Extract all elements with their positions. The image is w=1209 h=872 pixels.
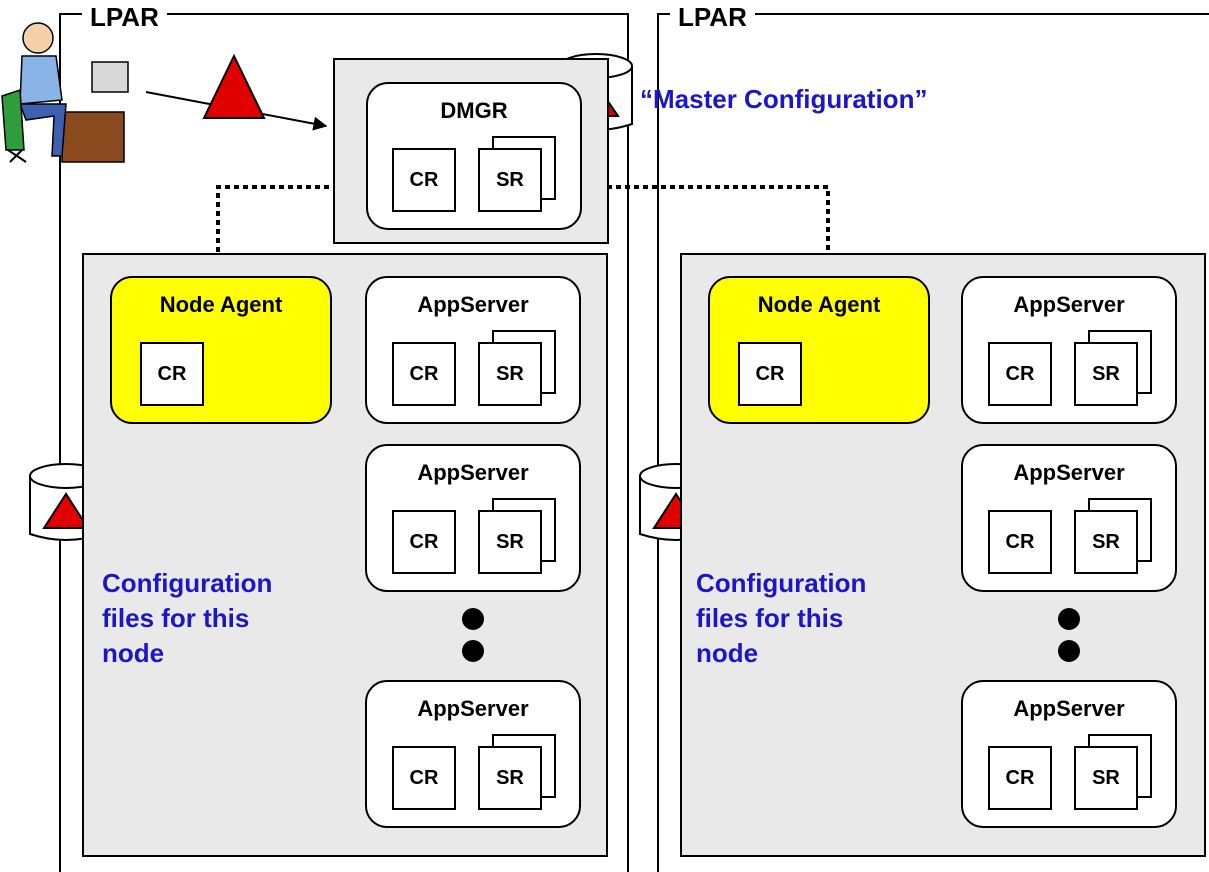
admin-user-icon [1, 22, 129, 163]
ellipsis-dot [1058, 640, 1080, 662]
node-agent-title: Node Agent [159, 292, 283, 317]
appserver-title: AppServer [1013, 696, 1125, 721]
lpar-frame-right [657, 13, 1209, 872]
sync-arrow-left [204, 185, 356, 281]
lpar-label-right: LPAR [670, 2, 755, 32]
node-agent-title: Node Agent [757, 292, 881, 317]
appserver-cr: CR [988, 342, 1052, 406]
config-note-line: Configuration [696, 568, 867, 598]
node-agent-cr: CR [738, 342, 802, 406]
master-config-label: “Master Configuration” [640, 84, 928, 114]
dmgr-sr: SR [478, 148, 542, 212]
appserver-title: AppServer [1013, 292, 1125, 317]
config-note-line: Configuration [102, 568, 273, 598]
appserver-sr: SR [478, 510, 542, 574]
config-note-line: files for this [102, 603, 250, 633]
lpar-frame-left [59, 13, 629, 872]
sync-arrow-right [580, 185, 842, 281]
config-note-line: node [102, 638, 165, 668]
node-agent-cr: CR [140, 342, 204, 406]
appserver-title: AppServer [417, 292, 529, 317]
config-note-right: Configuration files for this node [696, 566, 866, 671]
appserver-sr: SR [1074, 746, 1138, 810]
dmgr-cr: CR [392, 148, 456, 212]
lpar-label-left: LPAR [82, 2, 167, 32]
appserver-title: AppServer [417, 696, 529, 721]
config-note-left: Configuration files for this node [102, 566, 272, 671]
appserver-sr: SR [1074, 510, 1138, 574]
appserver-sr: SR [478, 342, 542, 406]
config-note-line: node [696, 638, 759, 668]
appserver-sr: SR [478, 746, 542, 810]
appserver-cr: CR [392, 342, 456, 406]
ellipsis-dot [1058, 608, 1080, 630]
appserver-cr: CR [988, 746, 1052, 810]
dmgr-title: DMGR [440, 98, 508, 123]
appserver-cr: CR [392, 510, 456, 574]
appserver-cr: CR [392, 746, 456, 810]
ellipsis-dot [462, 608, 484, 630]
appserver-cr: CR [988, 510, 1052, 574]
ellipsis-dot [462, 640, 484, 662]
config-note-line: files for this [696, 603, 844, 633]
appserver-sr: SR [1074, 342, 1138, 406]
appserver-title: AppServer [417, 460, 529, 485]
appserver-title: AppServer [1013, 460, 1125, 485]
change-triangle-icon [202, 53, 266, 119]
